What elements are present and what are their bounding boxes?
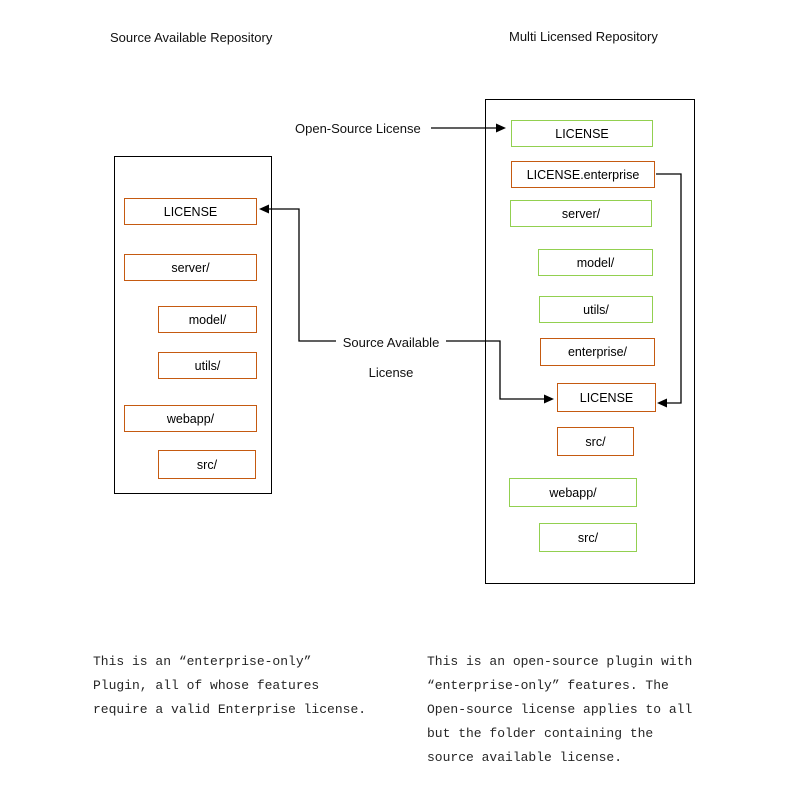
file-box-license-open: LICENSE	[511, 120, 653, 147]
folder-box-enterprise: enterprise/	[540, 338, 655, 366]
folder-box-server: server/	[510, 200, 652, 227]
source-available-license-label: Source Available License	[342, 335, 440, 380]
right-repo-note: This is an open-source plugin with “ente…	[427, 654, 693, 765]
right-repo-title: Multi Licensed Repository	[509, 29, 658, 44]
folder-box-utils: utils/	[539, 296, 653, 323]
open-source-license-label: Open-Source License	[295, 121, 421, 136]
folder-box-server: server/	[124, 254, 257, 281]
folder-box-utils: utils/	[158, 352, 257, 379]
file-box-inner-license: LICENSE	[557, 383, 656, 412]
folder-box-webapp: webapp/	[509, 478, 637, 507]
folder-box-model: model/	[538, 249, 653, 276]
folder-box-src-enterprise: src/	[557, 427, 634, 456]
left-repo-title: Source Available Repository	[110, 30, 273, 45]
folder-box-model: model/	[158, 306, 257, 333]
folder-box-webapp: webapp/	[124, 405, 257, 432]
file-box-license-enterprise: LICENSE.enterprise	[511, 161, 655, 188]
folder-box-src: src/	[158, 450, 256, 479]
folder-box-src-open: src/	[539, 523, 637, 552]
file-box-license: LICENSE	[124, 198, 257, 225]
left-repo-note: This is an “enterprise-only” Plugin, all…	[93, 654, 367, 717]
